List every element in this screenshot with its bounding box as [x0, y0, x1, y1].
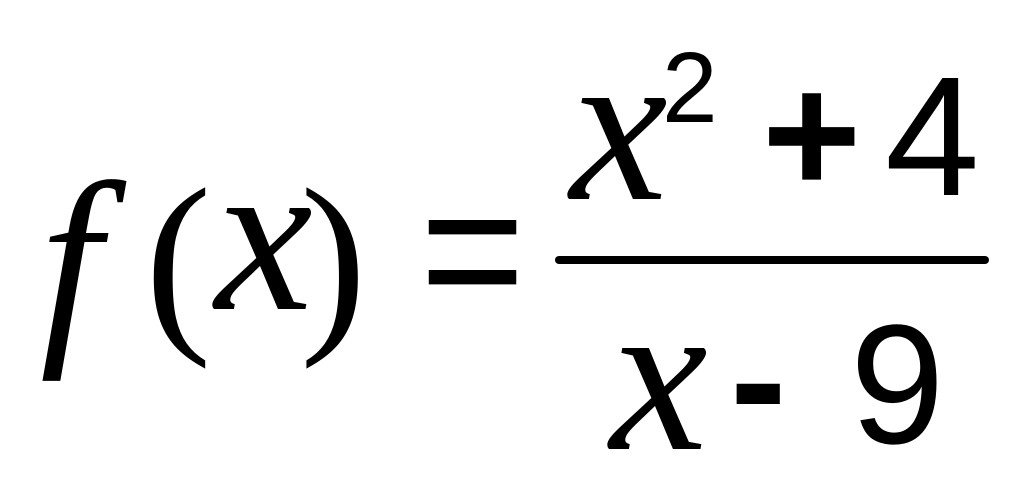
equals-sign: =: [420, 138, 526, 361]
denominator-variable: x: [610, 253, 708, 497]
numerator-operator: +: [762, 40, 862, 230]
close-paren: ): [300, 149, 367, 370]
denominator-constant: 9: [850, 290, 945, 480]
open-paren: (: [145, 149, 212, 370]
numerator-variable: x: [570, 3, 668, 247]
argument: x: [215, 113, 313, 357]
fraction-bar: [555, 256, 989, 264]
numerator-constant: 4: [885, 42, 980, 232]
numerator-exponent: 2: [662, 32, 718, 144]
denominator-operator: -: [730, 285, 787, 475]
function-name: f: [40, 138, 102, 382]
